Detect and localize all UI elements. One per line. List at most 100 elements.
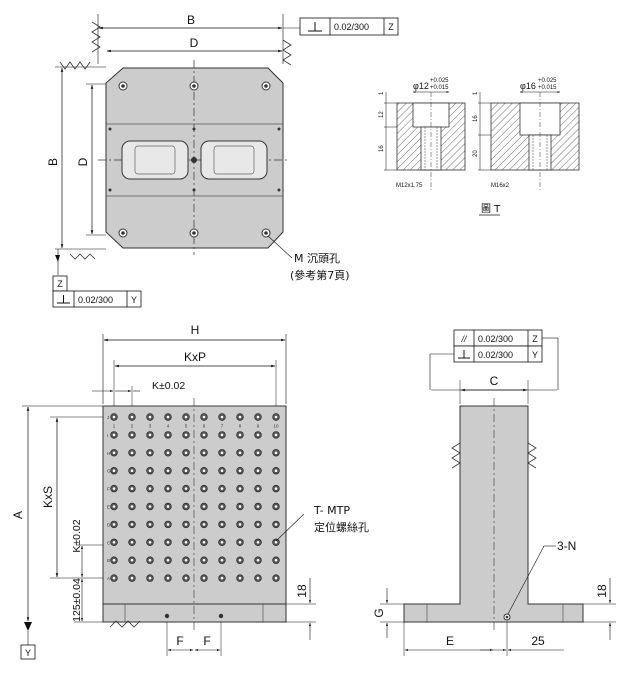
mtp-hole-center bbox=[274, 576, 278, 580]
mtp-hole-center bbox=[166, 433, 170, 437]
mtp-hole-center bbox=[256, 451, 260, 455]
mtp-hole-center bbox=[184, 433, 188, 437]
side-view: // 0.02/300 Z 0.02/300 Y C G bbox=[372, 329, 616, 656]
callout-m-line1: M 沉頭孔 bbox=[294, 252, 340, 265]
mtp-hole-center bbox=[238, 469, 242, 473]
mtp-hole-center bbox=[130, 433, 134, 437]
row-letter: B bbox=[107, 558, 110, 563]
tol-left-datum: Y bbox=[131, 295, 137, 305]
tol-frame-side: // 0.02/300 Z 0.02/300 Y bbox=[453, 329, 543, 363]
mtp-hole-center bbox=[130, 415, 134, 419]
mtp-hole-center bbox=[148, 451, 152, 455]
mtp-hole-center bbox=[166, 451, 170, 455]
row-letter: D bbox=[107, 522, 111, 527]
mtp-hole-center bbox=[274, 487, 278, 490]
callout-3n: 3-N bbox=[557, 539, 576, 553]
detail-left-dim-1: 1 bbox=[379, 91, 385, 95]
mtp-hole-center bbox=[148, 576, 152, 580]
tol-side-datum2: Y bbox=[532, 350, 538, 360]
mtp-hole-center bbox=[184, 505, 188, 508]
mtp-hole-center bbox=[130, 487, 134, 490]
mtp-hole-center bbox=[220, 523, 224, 526]
mtp-hole-center bbox=[256, 505, 260, 508]
col-number: 3 bbox=[149, 424, 152, 429]
mtp-hole-center bbox=[166, 415, 170, 419]
top-slot-left bbox=[121, 140, 189, 180]
mtp-hole-center bbox=[112, 505, 116, 508]
mtp-hole-center bbox=[238, 415, 242, 419]
counterbore-holes bbox=[108, 81, 281, 238]
dim-side-e: E bbox=[446, 634, 454, 648]
callout-m-line2: (參考第7頁) bbox=[290, 268, 350, 282]
dim-side-c: C bbox=[490, 374, 499, 388]
mtp-hole-center bbox=[220, 558, 224, 562]
mtp-hole-center bbox=[274, 523, 278, 526]
front-datum-y: Y bbox=[25, 648, 31, 658]
detail-left-dim-16: 16 bbox=[379, 145, 385, 152]
row-letter: H bbox=[107, 451, 110, 456]
mtp-hole-center bbox=[184, 558, 188, 562]
mtp-hole-center bbox=[274, 415, 278, 419]
side-profile bbox=[403, 405, 584, 623]
tol-side-symbol: // bbox=[460, 334, 468, 344]
dim-front-a: A bbox=[11, 511, 25, 519]
col-number: 2 bbox=[131, 424, 134, 429]
tol-side-datum1: Z bbox=[532, 334, 538, 344]
mtp-hole-center bbox=[220, 451, 224, 455]
tol-side-value1: 0.02/300 bbox=[478, 334, 513, 344]
mtp-hole-center bbox=[130, 576, 134, 580]
mtp-hole-center bbox=[112, 523, 116, 526]
mtp-hole-center bbox=[184, 451, 188, 455]
mtp-hole-center bbox=[256, 558, 260, 562]
mtp-hole-center bbox=[202, 415, 206, 419]
dim-left-b: B bbox=[46, 158, 60, 166]
mtp-hole-center bbox=[274, 433, 278, 437]
mtp-hole-center bbox=[148, 505, 152, 508]
mtp-hole-center bbox=[184, 469, 188, 473]
detail-left-thread: M12x1.75 bbox=[396, 183, 423, 189]
col-number: 5 bbox=[185, 424, 188, 429]
mtp-hole-center bbox=[202, 523, 206, 526]
mtp-hole-center bbox=[130, 523, 134, 526]
dim-side-25: 25 bbox=[531, 634, 545, 648]
mtp-hole-center bbox=[112, 433, 116, 437]
col-number: 7 bbox=[221, 424, 224, 429]
mtp-hole-center bbox=[148, 523, 152, 526]
detail-left-tol-upper: +0.025 bbox=[430, 78, 449, 84]
detail-right-tol-upper: +0.025 bbox=[538, 78, 557, 84]
mtp-hole-center bbox=[166, 523, 170, 526]
dim-front-kxp: KxP bbox=[184, 350, 206, 364]
mtp-hole-center bbox=[256, 415, 260, 419]
mtp-hole-center bbox=[256, 523, 260, 526]
mtp-hole-center bbox=[112, 558, 116, 562]
mtp-hole-center bbox=[220, 576, 224, 580]
mtp-hole-grid bbox=[110, 413, 280, 582]
mtp-hole-center bbox=[274, 451, 278, 455]
mtp-hole-center bbox=[184, 487, 188, 490]
dim-top-b: B bbox=[187, 13, 195, 27]
top-slot-right bbox=[200, 140, 268, 180]
mtp-hole-center bbox=[256, 487, 260, 490]
mtp-hole-center bbox=[238, 451, 242, 455]
mtp-hole-center bbox=[112, 576, 116, 580]
mtp-hole-center bbox=[112, 451, 116, 455]
mtp-hole-center bbox=[112, 487, 116, 490]
detail-right-dim-1: 1 bbox=[473, 91, 479, 95]
mtp-hole-center bbox=[166, 558, 170, 562]
dim-side-18: 18 bbox=[595, 584, 609, 598]
mtp-hole-center bbox=[238, 505, 242, 508]
mtp-hole-center bbox=[238, 541, 242, 544]
mtp-hole-center bbox=[202, 541, 206, 544]
mtp-hole-center bbox=[148, 558, 152, 562]
dim-front-125: 125±0.04 bbox=[71, 578, 83, 622]
col-number: 4 bbox=[167, 424, 170, 429]
mtp-hole-center bbox=[220, 469, 224, 473]
detail-t: 1 12 16 φ12 +0.025 +0.015 M12x1.75 1 16 … bbox=[379, 78, 580, 216]
dim-side-g: G bbox=[372, 608, 386, 617]
mtp-hole-center bbox=[238, 523, 242, 526]
col-number: 1 bbox=[113, 424, 116, 429]
mtp-hole-center bbox=[184, 576, 188, 580]
row-letter: F bbox=[107, 487, 110, 492]
